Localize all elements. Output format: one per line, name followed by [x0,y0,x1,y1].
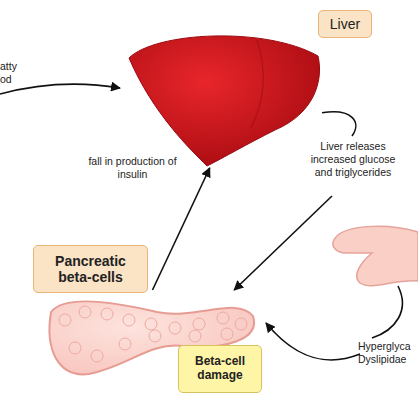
pancreas-lobule [59,314,71,326]
pancreas-lobule [235,318,247,330]
pancreas-lobule [79,306,91,318]
pancreas-lobule [193,318,205,330]
edge-label: fall in production of insulin [85,155,180,181]
free-label: Hyperglyca Dyslipidae [358,340,418,366]
node-text: Pancreatic beta-cells [38,253,143,285]
node-text: Liver [330,16,360,32]
liver-lobe-line [251,40,263,128]
label-tag: Beta-cell damage [178,345,262,393]
pancreas-lobule [91,350,103,362]
input-arrow [0,84,120,94]
tissue-illustration [333,226,418,285]
pancreas-lobule [69,342,81,354]
node-text: Beta-cell damage [183,355,257,383]
pancreas-shape [45,290,260,380]
connector-arrow [153,168,210,290]
pancreas-lobule [221,328,233,340]
label-tag: Pancreatic beta-cells [33,245,148,293]
pancreas-lobule [101,308,113,320]
label-tag: Liver [318,10,372,38]
connector-arrow [234,112,356,290]
liver-outline [129,36,320,166]
pancreas-lobule [217,312,229,324]
pancreas-lobule [169,322,181,334]
feedback-arrow [266,286,402,360]
pancreas-lobule [145,318,157,330]
pancreas-outline [50,301,255,374]
pancreas-lobule [119,338,131,350]
edge-label: Liver releases increased glucose and tri… [303,140,403,179]
pancreas-lobule [189,330,201,342]
pancreas-lobule [149,330,161,342]
liver-shape [125,30,322,168]
free-label: atty od [0,60,26,86]
pancreas-node: Pancreatic beta-cellsBeta-cell damage [45,290,260,380]
pancreas-lobule [123,314,135,326]
liver-node: Liver [125,30,322,168]
